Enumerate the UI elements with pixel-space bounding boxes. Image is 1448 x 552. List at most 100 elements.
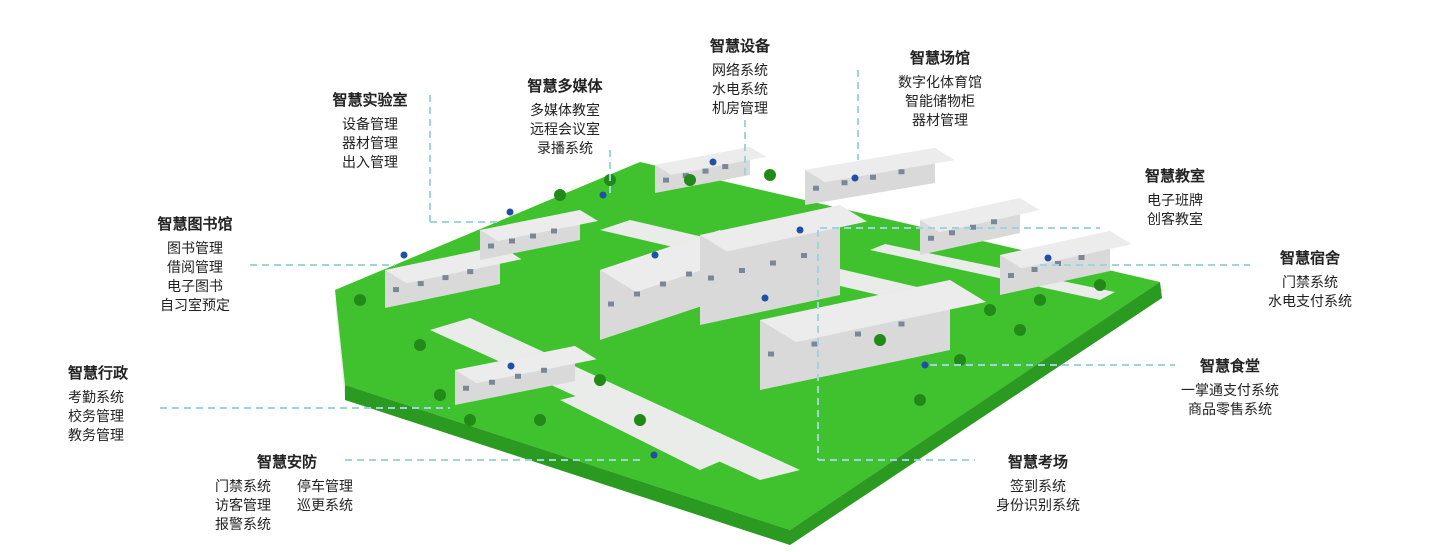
admin-building-window <box>489 379 495 385</box>
tree-icon <box>464 414 476 426</box>
canteen-building-window <box>898 321 905 327</box>
location-dot <box>400 251 408 259</box>
tree-icon <box>914 394 926 406</box>
library-building-window <box>467 269 474 275</box>
main-hall-building-window <box>608 301 614 307</box>
node-stadium: 智慧场馆 数字化体育馆 智能储物柜 器材管理 <box>880 48 1000 131</box>
node-item: 一掌通支付系统 <box>1181 383 1279 399</box>
node-canteen: 智慧食堂 一掌通支付系统 商品零售系统 <box>1160 356 1300 420</box>
node-title: 智慧实验室 <box>332 91 408 109</box>
classroom-building-roof <box>920 198 1040 233</box>
node-item: 电子班牌 <box>1147 193 1203 209</box>
node-lab: 智慧实验室 设备管理 器材管理 出入管理 <box>315 90 425 173</box>
stadium-building-window <box>813 185 819 191</box>
dorm-building-window <box>1008 273 1014 278</box>
location-dot <box>709 158 717 166</box>
campus-lawn <box>335 162 1160 530</box>
classroom-building-window <box>928 235 934 241</box>
tree-icon <box>1014 324 1026 336</box>
node-item: 水电支付系统 <box>1268 294 1352 310</box>
library-building-window <box>393 287 399 293</box>
location-dot <box>1044 254 1052 262</box>
node-classroom: 智慧教室 电子班牌 创客教室 <box>1125 166 1225 230</box>
campus-road <box>870 244 1115 300</box>
stadium-building-roof <box>805 148 955 183</box>
tree-icon <box>554 189 566 201</box>
node-item: 出入管理 <box>342 155 398 171</box>
tree-icon <box>414 339 426 351</box>
tree-icon <box>534 414 546 426</box>
classroom-building-window <box>970 224 976 230</box>
lab-building-window <box>530 233 536 239</box>
node-item: 教务管理 <box>68 428 124 444</box>
node-item: 机房管理 <box>712 101 768 117</box>
equipment-building-window <box>702 168 709 174</box>
node-item: 签到系统 <box>1010 479 1066 495</box>
node-library: 智慧图书馆 图书管理 借阅管理 电子图书 自习室预定 <box>140 214 250 316</box>
tree-icon <box>954 354 966 366</box>
tree-icon <box>984 304 996 316</box>
node-item: 停车管理 <box>297 479 353 495</box>
node-title: 智慧教室 <box>1144 167 1205 185</box>
tree-icon <box>1034 294 1046 306</box>
node-item: 图书管理 <box>167 241 223 257</box>
node-item: 设备管理 <box>342 117 398 133</box>
node-item: 智能储物柜 <box>905 94 975 110</box>
location-dot <box>599 191 607 199</box>
main-hall-building-window <box>634 291 640 297</box>
node-title: 智慧食堂 <box>1199 357 1260 375</box>
admin-building-roof <box>455 346 597 384</box>
admin-building-window <box>515 373 521 379</box>
dorm-building-window <box>1055 261 1061 266</box>
node-item: 门禁系统 <box>215 479 271 495</box>
node-item: 器材管理 <box>342 136 398 152</box>
campus-lawn-edge-right <box>790 282 1162 545</box>
teaching-building-roof <box>700 205 867 252</box>
node-item-grid: 门禁系统 停车管理 访客管理 巡更系统 报警系统 <box>215 478 365 535</box>
node-item: 借阅管理 <box>167 260 223 276</box>
tree-icon <box>354 294 366 306</box>
canteen-building-window <box>811 341 818 347</box>
node-item: 水电系统 <box>712 82 768 98</box>
node-title: 智慧设备 <box>709 37 770 55</box>
tree-icon <box>874 334 886 346</box>
node-item: 身份识别系统 <box>996 498 1080 514</box>
classroom-building-window <box>991 219 997 225</box>
node-item: 多媒体教室 <box>530 103 600 119</box>
node-item: 校务管理 <box>68 409 124 425</box>
canteen-building-window <box>768 351 774 357</box>
node-item: 商品零售系统 <box>1188 402 1272 418</box>
node-item: 自习室预定 <box>160 298 230 314</box>
node-item: 访客管理 <box>215 498 271 514</box>
node-equipment: 智慧设备 网络系统 水电系统 机房管理 <box>690 36 790 119</box>
node-title: 智慧图书馆 <box>157 215 233 233</box>
node-item: 远程会议室 <box>530 122 600 138</box>
teaching-building-window <box>770 260 776 266</box>
node-item: 门禁系统 <box>1282 275 1338 291</box>
tree-icon <box>1094 279 1106 291</box>
equipment-building-window <box>682 173 689 179</box>
admin-building-window <box>541 367 547 373</box>
library-building-window <box>442 275 449 281</box>
node-multimedia: 智慧多媒体 多媒体教室 远程会议室 录播系统 <box>510 76 620 159</box>
teaching-building-window <box>739 268 745 273</box>
location-dot <box>921 361 929 369</box>
node-item: 考勤系统 <box>68 390 124 406</box>
tree-icon <box>594 374 606 386</box>
tree-icon <box>434 389 446 401</box>
node-title: 智慧行政 <box>68 364 129 382</box>
node-dorm: 智慧宿舍 门禁系统 水电支付系统 <box>1250 248 1370 312</box>
campus-lawn-edge-left <box>345 385 790 545</box>
lab-building-window <box>509 238 515 244</box>
location-dot <box>851 174 859 182</box>
tree-icon <box>634 414 646 426</box>
node-item: 数字化体育馆 <box>898 75 982 91</box>
lab-building-window <box>551 228 557 234</box>
node-security: 智慧安防 门禁系统 停车管理 访客管理 巡更系统 报警系统 <box>215 452 365 535</box>
location-dot <box>507 362 515 370</box>
equipment-building-window <box>722 164 729 170</box>
node-item: 报警系统 <box>215 517 271 533</box>
canteen-building-roof <box>760 280 986 342</box>
teaching-building-window <box>801 253 807 258</box>
